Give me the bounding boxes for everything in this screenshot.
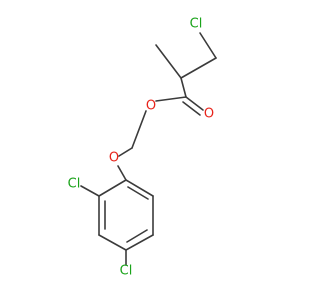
bond-c-o-double-2 — [182, 101, 201, 116]
atom-o-ester: O — [146, 99, 156, 114]
ring-bond-3 — [125, 234, 154, 251]
bond-ch-methyl — [155, 44, 182, 79]
bond-o-ring — [117, 165, 127, 181]
ring-bond-1 — [125, 179, 154, 197]
atom-cl-top: Cl — [190, 17, 203, 32]
bond-ch2-ch — [180, 57, 217, 79]
bond-cl-ch2 — [199, 32, 217, 59]
molecule-diagram: Cl O O O Cl Cl — [68, 17, 217, 279]
atom-o-carbonyl: O — [204, 107, 214, 122]
bond-ring-cl-ortho — [80, 185, 100, 197]
ring-bond-4 — [98, 234, 127, 251]
ring-double-2 — [126, 229, 148, 243]
ring-bond-6 — [98, 179, 127, 197]
bond-c-o-double-1 — [185, 96, 204, 111]
bond-carbonyl-c-o — [155, 96, 187, 102]
atom-labels: Cl O O O Cl Cl — [68, 17, 214, 279]
bond-o-ch2 — [131, 110, 147, 149]
bond-ch-carbonyl-c — [180, 77, 187, 98]
atom-o-ether: O — [109, 151, 119, 166]
bond-skeleton — [80, 32, 217, 266]
bond-ch2-o — [118, 147, 133, 157]
atom-cl-para: Cl — [120, 264, 133, 279]
ring-double-1 — [127, 186, 149, 200]
atom-cl-ortho: Cl — [68, 177, 81, 192]
